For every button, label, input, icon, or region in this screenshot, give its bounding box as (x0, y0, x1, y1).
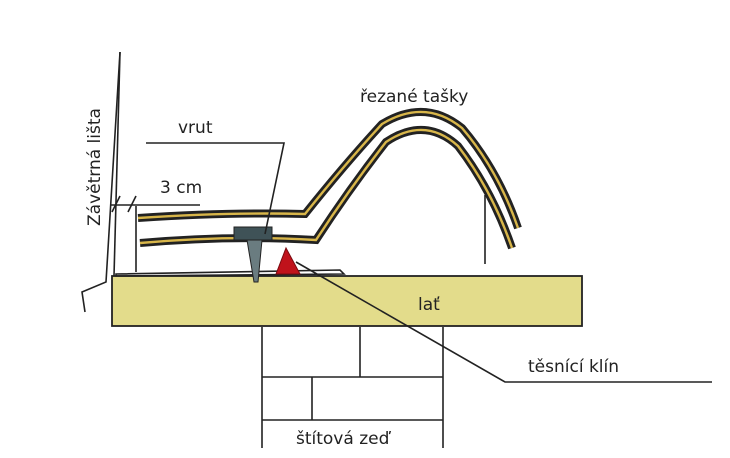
tile-layer-upper (137, 108, 522, 230)
gap-dimension (110, 195, 200, 213)
label-screw: vrut (178, 118, 213, 138)
leader-wedge (295, 261, 712, 383)
label-gable-wall: štítová zeď (296, 429, 392, 449)
label-cut-tiles: řezané tašky (360, 87, 468, 107)
label-batten: lať (418, 295, 440, 315)
screw-head (233, 226, 273, 241)
barge-trim (81, 51, 121, 313)
base-flashing (115, 269, 346, 277)
leader-screw (146, 142, 285, 235)
screw (233, 226, 273, 283)
label-gap: 3 cm (160, 178, 202, 198)
label-barge-trim: Závětrná lišta (85, 108, 105, 226)
sealing-wedge (275, 246, 301, 275)
batten (111, 275, 583, 327)
label-sealing-wedge: těsnící klín (528, 357, 619, 377)
